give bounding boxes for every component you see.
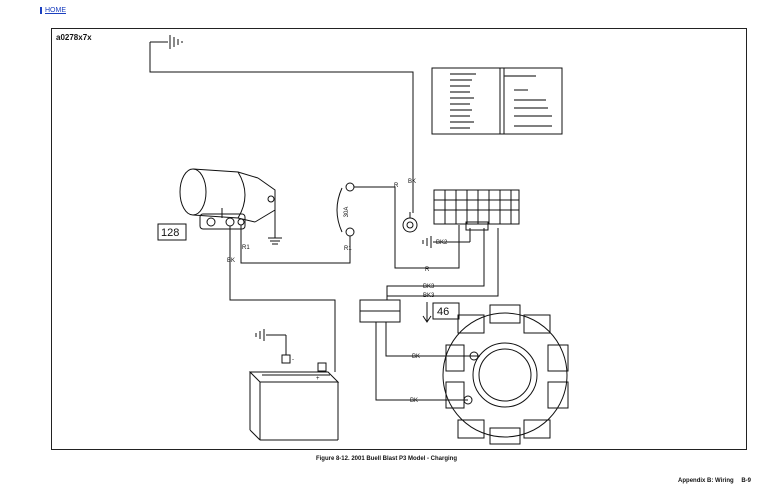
wire-label-r-top: R [394,183,399,189]
starter-ref-label: 128 [161,227,179,239]
wire-label-bk-starter: BK [227,258,235,264]
wire-label-bk-stator1: BK [412,354,420,360]
ground-symbol-top [150,35,183,49]
footer-section: Appendix B: Wiring [678,478,734,484]
footer-page-number: B-9 [741,478,751,484]
wire-r1 [240,225,351,264]
wire-label-bk-top: BK [408,179,416,185]
connector-ref-label: 46 [437,306,449,318]
battery-positive-label: + [316,376,320,382]
wire-label-bk3-a: BK3 [423,284,435,290]
ref-box-128 [157,223,187,241]
ref-box-46 [432,302,460,320]
wire-color-legend [431,67,505,135]
wire-bk3-b [387,228,499,297]
voltage-regulator [433,189,520,231]
figure-caption: Figure 8-12. 2001 Buell Blast P3 Model -… [315,456,458,462]
home-link[interactable]: HOME [40,7,66,14]
stator [442,304,569,445]
wire-label-bk3-b: BK3 [423,293,435,299]
fuse-label: 30A [344,207,350,218]
wire-ground-to-regulator [149,42,414,213]
wire-label-bk2: BK2 [436,240,448,246]
battery [248,329,340,441]
wire-label-bk-stator2: BK [410,398,418,404]
wire-label-r-mid: R [425,267,430,273]
wire-r-top [354,186,460,269]
symbol-legend [499,67,563,135]
page-footer: Appendix B: Wiring B-9 [672,478,751,484]
figure-frame [51,28,747,450]
battery-negative-label: - [292,357,294,363]
figure-id: a0278x7x [56,33,92,42]
ring-terminal [402,217,418,233]
wire-bk3-a [386,228,485,300]
wire-label-r1-fuse: R1 [344,246,352,252]
wire-bk-battery [229,226,336,372]
starter-motor [179,168,282,245]
wire-label-r1-starter: R1 [242,245,250,251]
